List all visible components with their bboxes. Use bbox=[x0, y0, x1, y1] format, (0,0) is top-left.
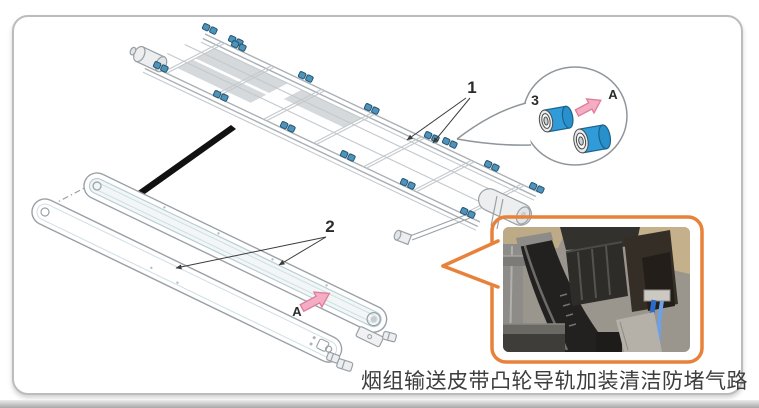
frame-end-roller bbox=[393, 188, 533, 246]
conveyor-frame bbox=[129, 23, 545, 246]
callout-photo bbox=[503, 227, 690, 352]
leader-lines-1 bbox=[406, 97, 471, 144]
label-3: 3 bbox=[531, 92, 539, 108]
rail-direction-arrow-icon bbox=[299, 291, 331, 313]
photo-callout bbox=[441, 215, 704, 364]
label-1: 1 bbox=[467, 78, 476, 97]
label-a-rail: A bbox=[292, 304, 302, 319]
belt-guide-rail-upper bbox=[83, 172, 388, 348]
balloon-direction-arrow-icon bbox=[574, 98, 602, 117]
leader-lines-2 bbox=[175, 236, 327, 270]
thick-pointer-line bbox=[121, 125, 236, 208]
balloon-roller-2 bbox=[573, 124, 612, 154]
bottom-edge-strip bbox=[0, 400, 759, 408]
label-2: 2 bbox=[325, 217, 334, 236]
balloon-roller-1 bbox=[538, 105, 574, 133]
belt-guide-rail-lower bbox=[31, 198, 343, 363]
loose-clamp-3 bbox=[382, 330, 398, 343]
loose-clamp-2 bbox=[336, 358, 354, 372]
frame-clamps bbox=[152, 23, 545, 219]
centerline bbox=[49, 183, 93, 207]
label-a-balloon: A bbox=[608, 87, 618, 102]
detail-balloon: 3 A bbox=[456, 66, 628, 166]
figure-caption: 烟组输送皮带凸轮导轨加装清洁防堵气路 bbox=[361, 369, 748, 393]
